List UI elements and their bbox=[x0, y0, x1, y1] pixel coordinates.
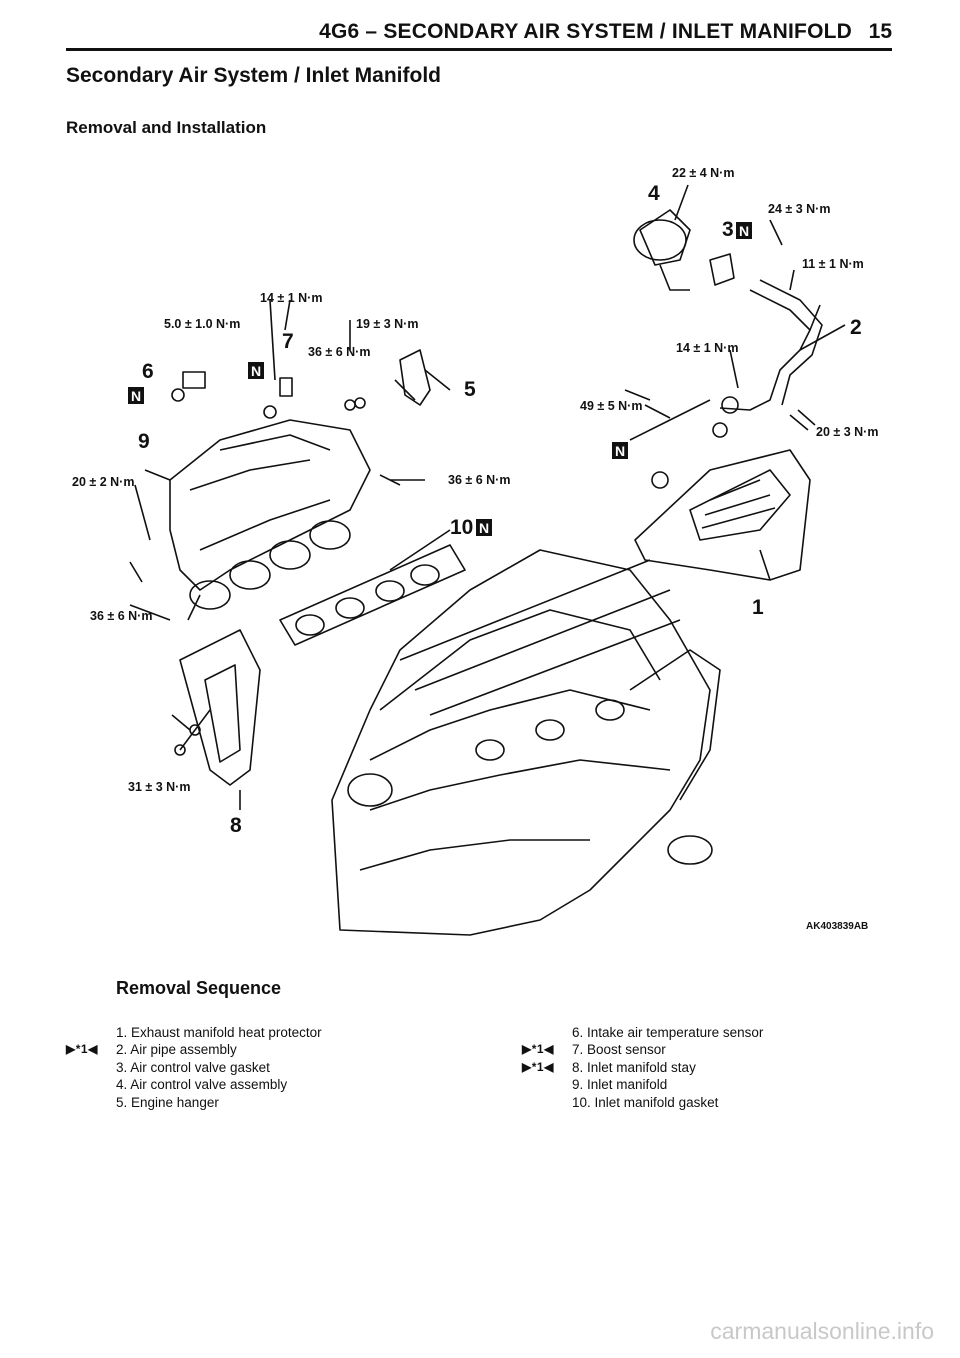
list-item: 5. Engine hanger bbox=[116, 1094, 322, 1111]
list-item: ▶*1◀ 7. Boost sensor bbox=[522, 1041, 763, 1058]
header-title: 4G6 – SECONDARY AIR SYSTEM / INLET MANIF… bbox=[319, 20, 852, 43]
note-mark: ▶*1◀ bbox=[522, 1042, 554, 1057]
svg-text:N: N bbox=[739, 223, 749, 239]
callout-number: 8 bbox=[230, 814, 242, 837]
svg-text:N: N bbox=[479, 520, 489, 536]
new-part-mark: N bbox=[248, 362, 264, 379]
torque-label: 22 ± 4 N·m bbox=[672, 166, 734, 180]
torque-label: 11 ± 1 N·m bbox=[802, 257, 864, 271]
callout-number: 7 bbox=[282, 330, 294, 353]
list-item-text: 9. Inlet manifold bbox=[572, 1077, 668, 1093]
page-number: 15 bbox=[868, 20, 892, 43]
callout-number: 5 bbox=[464, 378, 476, 401]
new-part-mark: N bbox=[476, 519, 492, 536]
list-item: 6. Intake air temperature sensor bbox=[572, 1024, 763, 1041]
callout-number: 6 bbox=[142, 360, 154, 383]
torque-label: 49 ± 5 N·m bbox=[580, 399, 642, 413]
exploded-diagram: 22 ± 4 N·m 24 ± 3 N·m 11 ± 1 N·m 14 ± 1 … bbox=[70, 150, 890, 940]
callout-number: 4 bbox=[648, 182, 660, 205]
torque-label: 36 ± 6 N·m bbox=[308, 345, 370, 359]
torque-label: 14 ± 1 N·m bbox=[260, 291, 322, 305]
section-title: Secondary Air System / Inlet Manifold bbox=[66, 64, 441, 87]
new-part-mark: N bbox=[736, 222, 752, 239]
torque-label: 5.0 ± 1.0 N·m bbox=[164, 317, 240, 331]
list-item: 9. Inlet manifold bbox=[572, 1076, 763, 1093]
subsection-title: Removal and Installation bbox=[66, 118, 267, 137]
callout-number: 3 bbox=[722, 218, 734, 241]
new-part-mark: N bbox=[612, 442, 628, 459]
list-item-text: 10. Inlet manifold gasket bbox=[572, 1094, 719, 1110]
watermark: carmanualsonline.info bbox=[710, 1318, 934, 1344]
svg-text:N: N bbox=[131, 388, 141, 404]
list-item-text: 6. Intake air temperature sensor bbox=[572, 1025, 764, 1040]
torque-label: 14 ± 1 N·m bbox=[676, 341, 738, 355]
list-item-text: 7. Boost sensor bbox=[572, 1042, 666, 1058]
figure-id: AK403839AB bbox=[806, 921, 868, 932]
removal-sequence-title: Removal Sequence bbox=[116, 978, 282, 998]
list-item: 10. Inlet manifold gasket bbox=[572, 1094, 763, 1111]
removal-sequence-left-column: 1. Exhaust manifold heat protector ▶*1◀ … bbox=[66, 1024, 322, 1111]
removal-sequence-right-column: 6. Intake air temperature sensor ▶*1◀ 7.… bbox=[522, 1024, 763, 1111]
torque-label: 20 ± 2 N·m bbox=[72, 475, 134, 489]
torque-label: 19 ± 3 N·m bbox=[356, 317, 418, 331]
callout-number: 1 bbox=[752, 596, 764, 619]
list-item: ▶*1◀ 2. Air pipe assembly bbox=[66, 1041, 322, 1058]
list-item-text: 2. Air pipe assembly bbox=[116, 1042, 237, 1058]
list-item-text: 5. Engine hanger bbox=[116, 1094, 219, 1110]
svg-text:N: N bbox=[615, 443, 625, 459]
note-mark: ▶*1◀ bbox=[522, 1059, 554, 1074]
torque-label: 24 ± 3 N·m bbox=[768, 202, 830, 216]
list-item-text: 3. Air control valve gasket bbox=[116, 1059, 270, 1075]
list-item: 3. Air control valve gasket bbox=[116, 1059, 322, 1076]
list-item-text: 1. Exhaust manifold heat protector bbox=[116, 1025, 322, 1040]
list-item: 4. Air control valve assembly bbox=[116, 1076, 322, 1093]
list-item: 1. Exhaust manifold heat protector bbox=[116, 1024, 322, 1041]
callout-number: 10 bbox=[450, 516, 473, 539]
list-item-text: 8. Inlet manifold stay bbox=[572, 1059, 696, 1075]
torque-label: 36 ± 6 N·m bbox=[90, 609, 152, 623]
callout-number: 9 bbox=[138, 430, 150, 453]
list-item-text: 4. Air control valve assembly bbox=[116, 1077, 288, 1093]
page-header: 4G6 – SECONDARY AIR SYSTEM / INLET MANIF… bbox=[66, 18, 892, 51]
diagram-svg: 22 ± 4 N·m 24 ± 3 N·m 11 ± 1 N·m 14 ± 1 … bbox=[72, 166, 878, 936]
note-mark: ▶*1◀ bbox=[66, 1042, 98, 1057]
new-part-mark: N bbox=[128, 387, 144, 404]
diagram-drawing bbox=[129, 184, 846, 936]
svg-text:N: N bbox=[251, 363, 261, 379]
list-item: ▶*1◀ 8. Inlet manifold stay bbox=[522, 1059, 763, 1076]
torque-label: 31 ± 3 N·m bbox=[128, 780, 190, 794]
torque-label: 20 ± 3 N·m bbox=[816, 425, 878, 439]
torque-label: 36 ± 6 N·m bbox=[448, 473, 510, 487]
callout-number: 2 bbox=[850, 316, 862, 339]
